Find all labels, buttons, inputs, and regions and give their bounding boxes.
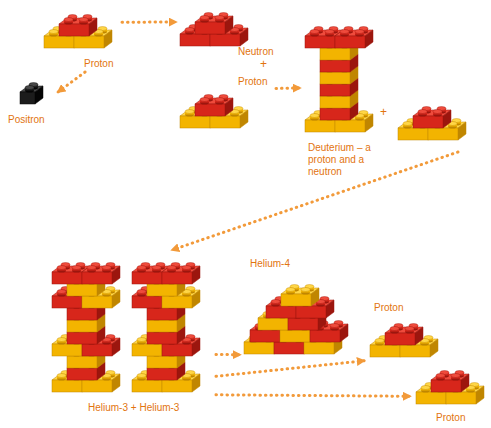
particle-label: Proton bbox=[238, 76, 267, 88]
lego-brick bbox=[385, 324, 423, 346]
lego-brick bbox=[431, 371, 469, 393]
reaction-arrow bbox=[216, 353, 240, 356]
lego-brick bbox=[281, 285, 319, 307]
particle-figure: Proton bbox=[364, 300, 444, 364]
particle-figure: Positron bbox=[6, 80, 58, 128]
particle-figure: Neutron bbox=[176, 8, 277, 60]
lego-brick bbox=[335, 27, 373, 49]
particle-figure: Deuterium – a proton and a neutron bbox=[300, 14, 386, 184]
particle-label: Positron bbox=[8, 114, 45, 126]
particle-figure: Helium-3 + Helium-3 bbox=[44, 252, 216, 420]
reaction-arrow bbox=[58, 72, 85, 92]
particle-label: Deuterium – a proton and a neutron bbox=[308, 142, 380, 178]
particle-figure: Helium-4 bbox=[240, 258, 356, 362]
particle-label: Proton bbox=[374, 302, 403, 314]
plus-sign: + bbox=[380, 106, 387, 118]
lego-brick bbox=[413, 107, 451, 129]
reaction-arrow bbox=[216, 395, 410, 397]
particle-label: Proton bbox=[84, 58, 113, 70]
lego-brick bbox=[162, 263, 200, 285]
lego-brick bbox=[195, 13, 233, 35]
particle-figure: Proton bbox=[40, 12, 122, 72]
lego-brick bbox=[20, 83, 43, 105]
particle-label: Proton bbox=[436, 412, 465, 424]
particle-figure: Proton bbox=[410, 360, 488, 426]
lego-brick bbox=[59, 15, 97, 37]
lego-brick bbox=[82, 263, 120, 285]
lego-brick bbox=[195, 95, 233, 117]
plus-sign: + bbox=[260, 58, 267, 70]
reaction-arrow bbox=[122, 21, 176, 24]
reaction-arrow bbox=[276, 86, 300, 90]
particle-figure: Proton bbox=[176, 72, 276, 138]
reaction-arrow bbox=[216, 361, 364, 377]
particle-label: Helium-3 + Helium-3 bbox=[88, 402, 179, 414]
particle-label: Neutron bbox=[238, 46, 274, 58]
particle-label: Helium-4 bbox=[250, 258, 290, 270]
